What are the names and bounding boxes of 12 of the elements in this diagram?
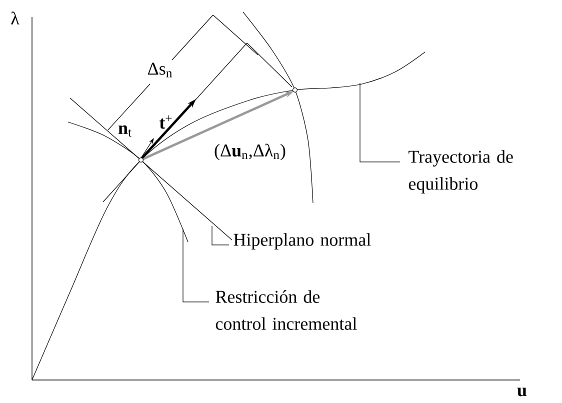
leader-line (360, 82, 400, 162)
vector-label: t$^{+}$ (160, 115, 172, 129)
axis-label: u (517, 388, 527, 396)
dimension-label: Δs$_{n}$ (148, 62, 172, 78)
vector-label: n$_{t}$ (118, 125, 132, 137)
leader-line (212, 226, 230, 246)
annotation-text: Restricción de control incremental (216, 290, 357, 330)
axis-label: λ (11, 12, 20, 24)
leader-line (182, 228, 210, 302)
vector-label: (Δu$_{n}$,Δλ$_{n}$) (214, 144, 286, 160)
annotation-text: Trayectoria de equilibrio (408, 150, 513, 194)
annotation-text: Hiperplano normal (234, 233, 371, 250)
